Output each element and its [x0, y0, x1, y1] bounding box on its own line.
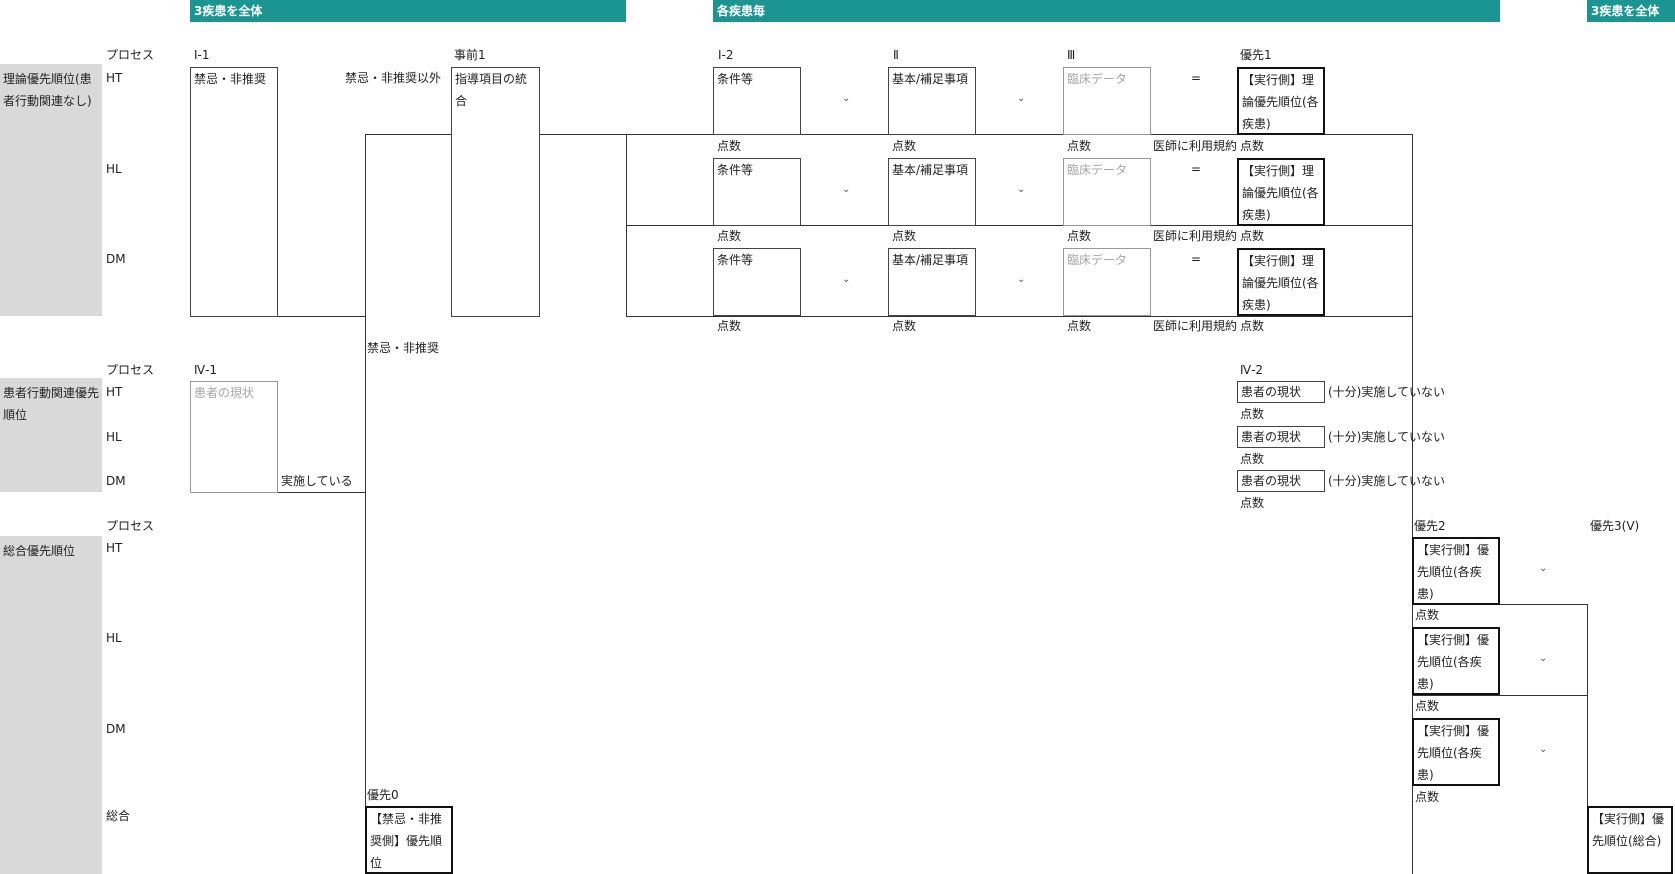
- score-label: 点数: [1240, 139, 1265, 153]
- doctor-rule-label: 医師に利用規約: [1153, 139, 1237, 153]
- conditions-box-hl: 条件等: [713, 158, 801, 226]
- col-iii: Ⅲ: [1067, 48, 1076, 62]
- score-label: 点数: [1067, 229, 1092, 243]
- clinical-box-dm: 臨床データ: [1063, 248, 1151, 316]
- not-contra-label: 禁忌・非推奨以外: [345, 71, 442, 85]
- row-label-ht: HT: [106, 541, 123, 555]
- chevron-down-icon[interactable]: ⌄: [842, 93, 851, 104]
- score-label: 点数: [1067, 319, 1092, 333]
- header-left: 3疾患を全体: [190, 0, 626, 22]
- section-overall: 総合優先順位: [0, 536, 102, 874]
- conditions-box-ht: 条件等: [713, 67, 801, 135]
- impl-theory-box-dm: 【実行側】理論優先順位(各疾患): [1237, 248, 1325, 316]
- basic-supp-box-dm: 基本/補足事項: [888, 248, 976, 316]
- row-label-hl: HL: [106, 162, 122, 176]
- not-implementing-label: (十分)実施していない: [1328, 385, 1446, 399]
- col-i2: Ⅰ-2: [718, 48, 734, 62]
- connector-line: [626, 225, 1413, 226]
- doctor-rule-label: 医師に利用規約: [1153, 319, 1237, 333]
- equals-label: =: [1191, 252, 1202, 266]
- connector-line: [1412, 695, 1587, 696]
- col-prio0: 優先0: [367, 788, 399, 802]
- basic-supp-box-hl: 基本/補足事項: [888, 158, 976, 226]
- impl-prio-total-box: 【実行側】優先順位(総合): [1587, 806, 1673, 874]
- row-label-dm: DM: [106, 474, 126, 488]
- clinical-box-hl: 臨床データ: [1063, 158, 1151, 226]
- col-i1: Ⅰ-1: [194, 48, 210, 62]
- score-label: 点数: [892, 319, 917, 333]
- chevron-down-icon[interactable]: ⌄: [1017, 274, 1026, 285]
- connector-line: [626, 134, 627, 316]
- score-label: 点数: [717, 139, 742, 153]
- contra-line-label: 禁忌・非推奨: [367, 341, 440, 355]
- process-label: プロセス: [106, 519, 155, 533]
- section-theory: 理論優先順位(患者行動関連なし): [0, 64, 102, 316]
- row-label-total: 総合: [106, 809, 131, 823]
- score-label: 点数: [1240, 407, 1265, 421]
- score-label: 点数: [1415, 608, 1440, 622]
- chevron-down-icon[interactable]: ⌄: [842, 274, 851, 285]
- impl-theory-box-ht: 【実行側】理論優先順位(各疾患): [1237, 67, 1325, 135]
- col-prio1: 優先1: [1240, 48, 1272, 62]
- impl-prio-box-hl: 【実行側】優先順位(各疾患): [1412, 627, 1500, 695]
- row-label-dm: DM: [106, 722, 126, 736]
- header-middle: 各疾患毎: [713, 0, 1500, 22]
- chevron-down-icon[interactable]: ⌄: [1539, 653, 1548, 664]
- score-label: 点数: [892, 139, 917, 153]
- basic-supp-box-ht: 基本/補足事項: [888, 67, 976, 135]
- equals-label: =: [1191, 71, 1202, 85]
- col-iv1: Ⅳ-1: [194, 363, 218, 377]
- row-label-ht: HT: [106, 385, 123, 399]
- connector-line: [626, 316, 1413, 317]
- impl-prio-box-ht: 【実行側】優先順位(各疾患): [1412, 537, 1500, 605]
- patient-status-box-dm: 患者の現状: [1237, 470, 1325, 492]
- col-ii: Ⅱ: [893, 48, 899, 62]
- score-label: 点数: [1240, 319, 1265, 333]
- connector-line: [1412, 134, 1413, 874]
- row-label-ht: HT: [106, 71, 123, 85]
- chevron-down-icon[interactable]: ⌄: [842, 184, 851, 195]
- row-label-hl: HL: [106, 430, 122, 444]
- score-label: 点数: [1240, 452, 1265, 466]
- connector-line: [365, 134, 366, 874]
- score-label: 点数: [892, 229, 917, 243]
- col-prio3: 優先3(Ⅴ): [1590, 519, 1640, 533]
- patient-status-box: 患者の現状: [190, 381, 278, 493]
- impl-theory-box-hl: 【実行側】理論優先順位(各疾患): [1237, 158, 1325, 226]
- chevron-down-icon[interactable]: ⌄: [1017, 184, 1026, 195]
- process-label: プロセス: [106, 363, 155, 377]
- col-iv2: Ⅳ-2: [1240, 363, 1264, 377]
- contra-box: 禁忌・非推奨: [190, 67, 278, 317]
- conditions-box-dm: 条件等: [713, 248, 801, 316]
- section-patient: 患者行動関連優先順位: [0, 378, 102, 492]
- not-implementing-label: (十分)実施していない: [1328, 430, 1446, 444]
- score-label: 点数: [717, 229, 742, 243]
- not-implementing-label: (十分)実施していない: [1328, 474, 1446, 488]
- doctor-rule-label: 医師に利用規約: [1153, 229, 1237, 243]
- header-right: 3疾患を全体: [1587, 0, 1675, 22]
- clinical-box-ht: 臨床データ: [1063, 67, 1151, 135]
- col-prio2: 優先2: [1414, 519, 1446, 533]
- score-label: 点数: [1240, 229, 1265, 243]
- contra-prio-box: 【禁忌・非推奨側】優先順位: [365, 806, 453, 874]
- impl-prio-box-dm: 【実行側】優先順位(各疾患): [1412, 718, 1500, 786]
- row-label-dm: DM: [106, 252, 126, 266]
- connector-line: [1587, 604, 1588, 874]
- score-label: 点数: [1067, 139, 1092, 153]
- row-label-hl: HL: [106, 631, 122, 645]
- chevron-down-icon[interactable]: ⌄: [1017, 93, 1026, 104]
- score-label: 点数: [717, 319, 742, 333]
- equals-label: =: [1191, 162, 1202, 176]
- guidance-integration-box: 指導項目の統合: [451, 67, 540, 317]
- patient-status-box-ht: 患者の現状: [1237, 381, 1325, 403]
- score-label: 点数: [1240, 496, 1265, 510]
- implementing-label: 実施している: [281, 474, 353, 488]
- process-label: プロセス: [106, 48, 155, 62]
- col-pre1: 事前1: [454, 48, 486, 62]
- score-label: 点数: [1415, 790, 1440, 804]
- chevron-down-icon[interactable]: ⌄: [1539, 744, 1548, 755]
- patient-status-box-hl: 患者の現状: [1237, 426, 1325, 448]
- score-label: 点数: [1415, 699, 1440, 713]
- chevron-down-icon[interactable]: ⌄: [1539, 563, 1548, 574]
